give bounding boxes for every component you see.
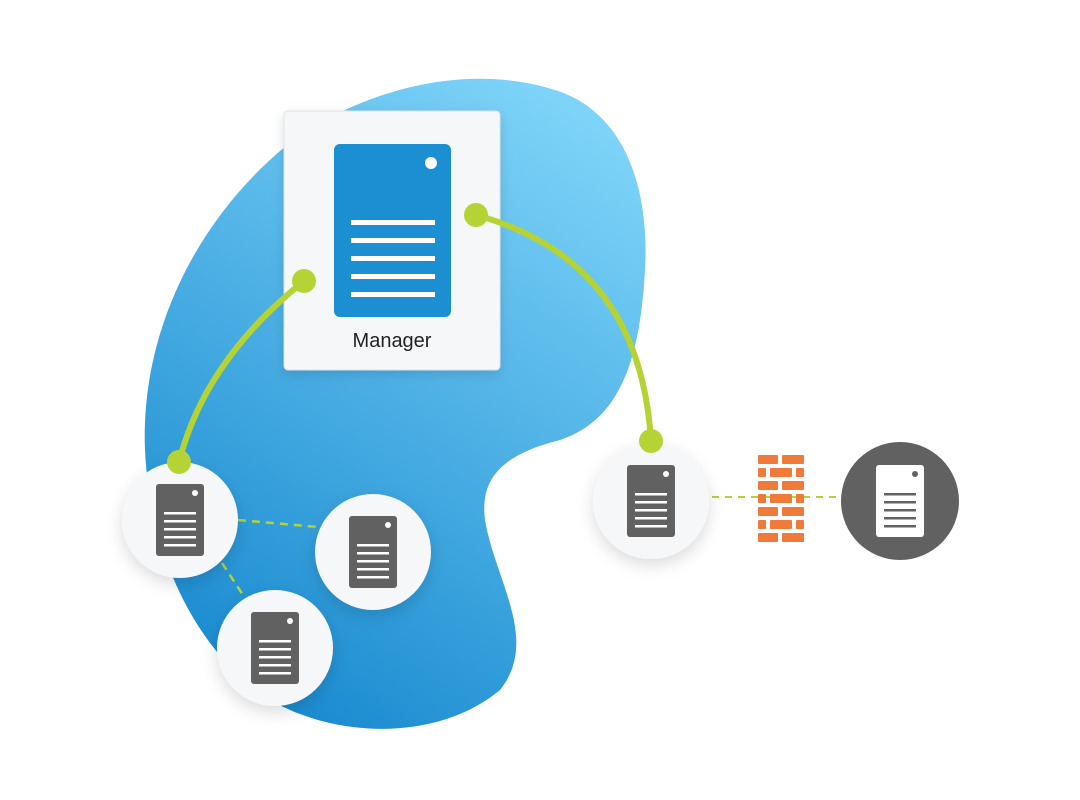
server-icon [876,465,924,537]
agent-node-remote[interactable] [593,443,709,559]
agent-node-left[interactable] [122,462,238,578]
brick-wall-icon [758,455,804,542]
link-manager-agent-left [176,278,307,465]
link-manager-agent-remote [473,212,654,444]
server-icon [251,612,299,684]
blue-blob-background [144,78,646,729]
manager-server-icon [334,144,451,317]
dashed-link-node1-node3 [220,562,247,599]
server-icon [349,516,397,588]
agent-node-bottom[interactable] [217,590,333,706]
connector-dot-manager-right [464,203,488,227]
agent-node-middle[interactable] [315,494,431,610]
external-node[interactable] [841,442,959,560]
connector-dot-agent-remote [639,429,663,453]
connector-dot-agent-left [167,450,191,474]
manager-label: Manager [353,330,432,352]
connector-dot-manager-left [292,269,316,293]
server-icon [156,484,204,556]
server-icon [627,465,675,537]
manager-card[interactable]: Manager [283,110,501,371]
